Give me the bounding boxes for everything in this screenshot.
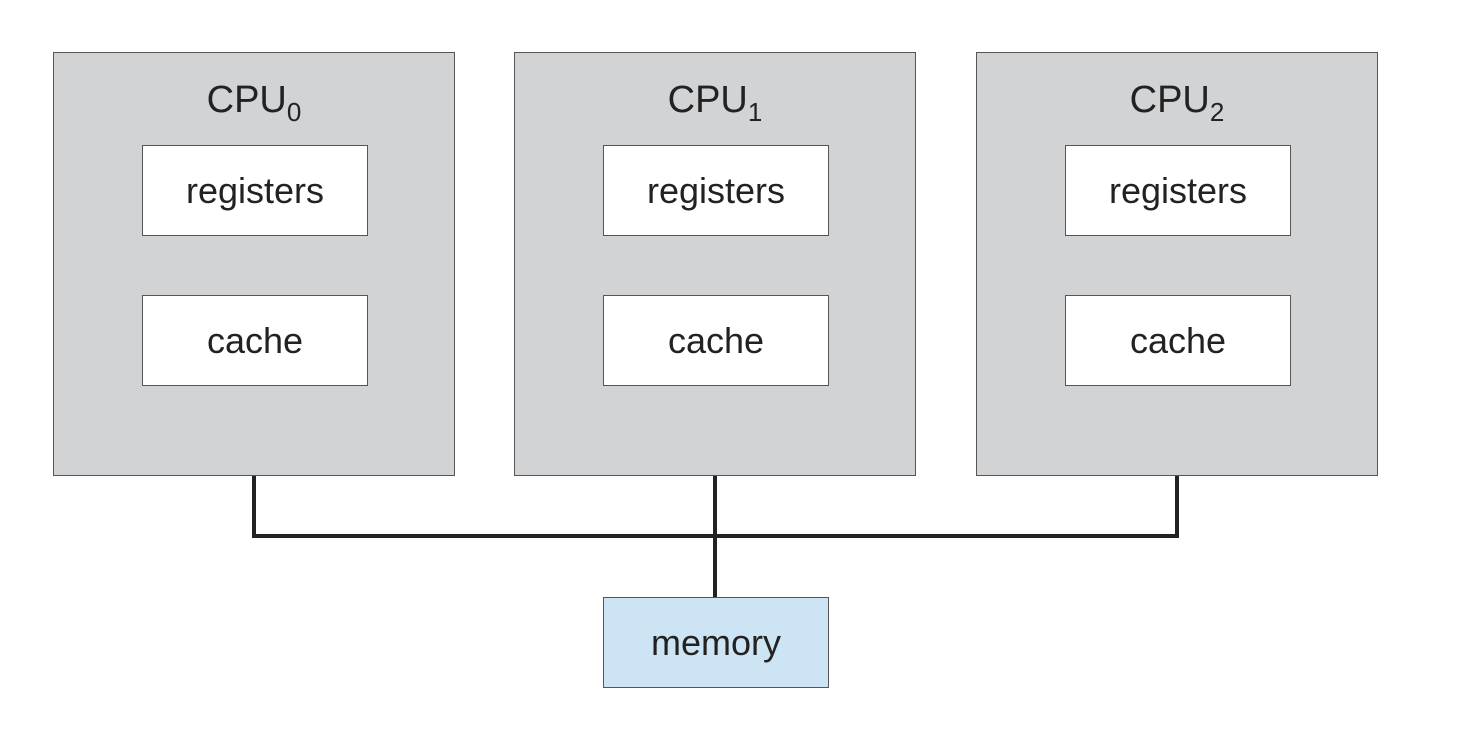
cpu-1-registers: registers (603, 145, 829, 236)
cpu-2-index: 2 (1209, 97, 1225, 127)
cpu-2-registers: registers (1065, 145, 1291, 236)
memory-box: memory (603, 597, 829, 688)
cpu-0-registers: registers (142, 145, 368, 236)
cpu-0-box: CPU0 registers cache (53, 52, 455, 476)
cpu-1-box: CPU1 registers cache (514, 52, 916, 476)
cpu-1-cache: cache (603, 295, 829, 386)
cpu-2-box: CPU2 registers cache (976, 52, 1378, 476)
cpu-0-index: 0 (286, 97, 302, 127)
cpu-0-cache: cache (142, 295, 368, 386)
cpu-2-cache: cache (1065, 295, 1291, 386)
cpu-0-title: CPU0 (54, 79, 454, 125)
cpu-2-title: CPU2 (977, 79, 1377, 125)
cpu-1-index: 1 (747, 97, 763, 127)
cpu-1-title: CPU1 (515, 79, 915, 125)
cpu-0-name: CPU (206, 79, 287, 121)
cpu-1-name: CPU (667, 79, 748, 121)
cpu-2-name: CPU (1129, 79, 1210, 121)
